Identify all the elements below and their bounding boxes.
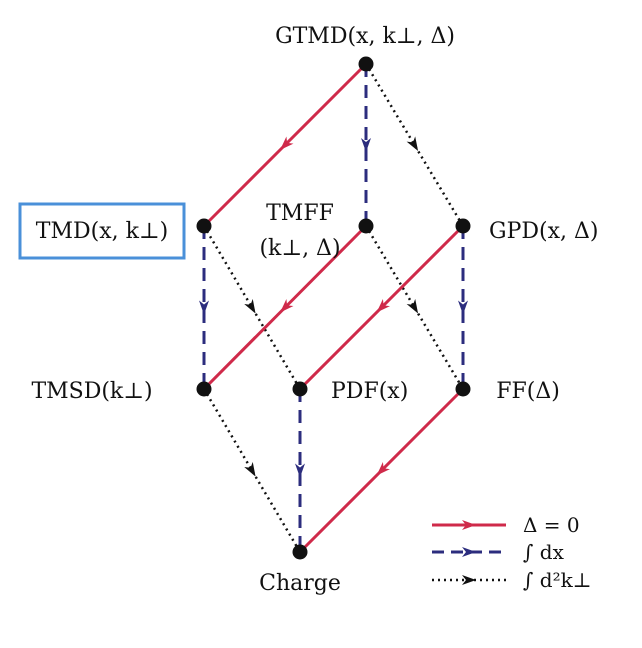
tmsd-label: TMSD(k⊥) bbox=[31, 379, 152, 404]
node-charge bbox=[292, 544, 308, 560]
edges-layer bbox=[199, 62, 468, 554]
edge-tmff-to-tmsd bbox=[202, 224, 368, 391]
gpd-label: GPD(x, Δ) bbox=[489, 219, 598, 244]
gtmd-label: GTMD(x, k⊥, Δ) bbox=[275, 24, 455, 49]
labels-layer: GTMD(x, k⊥, Δ) TMD(x, k⊥) TMFF (k⊥, Δ) G… bbox=[18, 24, 598, 596]
edge-tmsd-to-charge bbox=[202, 388, 302, 553]
pdf-label: PDF(x) bbox=[331, 379, 408, 404]
tmd-highlight-box bbox=[18, 202, 186, 260]
node-gpd bbox=[455, 218, 471, 234]
edge-tmff-to-ff bbox=[364, 225, 465, 390]
node-gtmd bbox=[358, 56, 374, 72]
edge-gtmd-to-gpd bbox=[364, 63, 465, 227]
charge-label: Charge bbox=[259, 571, 341, 596]
node-pdf bbox=[292, 381, 308, 397]
node-ff bbox=[455, 381, 471, 397]
node-tmff bbox=[358, 218, 374, 234]
legend: Δ = 0 ∫ dx ∫ d²k⊥ bbox=[432, 513, 592, 592]
node-tmsd bbox=[196, 381, 212, 397]
edge-ff-to-charge bbox=[298, 387, 465, 554]
tmd-label: TMD(x, k⊥) bbox=[36, 219, 168, 244]
legend-delta0-label: Δ = 0 bbox=[523, 513, 580, 537]
edge-tmd-to-pdf bbox=[202, 225, 302, 390]
nodes-layer bbox=[196, 56, 471, 560]
legend-dk-label: ∫ d²k⊥ bbox=[523, 568, 592, 592]
edge-gtmd-to-tmd bbox=[202, 62, 368, 228]
legend-dx-label: ∫ dx bbox=[523, 540, 565, 564]
ff-label: FF(Δ) bbox=[496, 379, 560, 404]
tmff-args-label: (k⊥, Δ) bbox=[259, 236, 340, 261]
edge-gpd-to-pdf bbox=[298, 224, 465, 391]
node-tmd bbox=[196, 218, 212, 234]
tmff-label: TMFF bbox=[266, 201, 334, 226]
